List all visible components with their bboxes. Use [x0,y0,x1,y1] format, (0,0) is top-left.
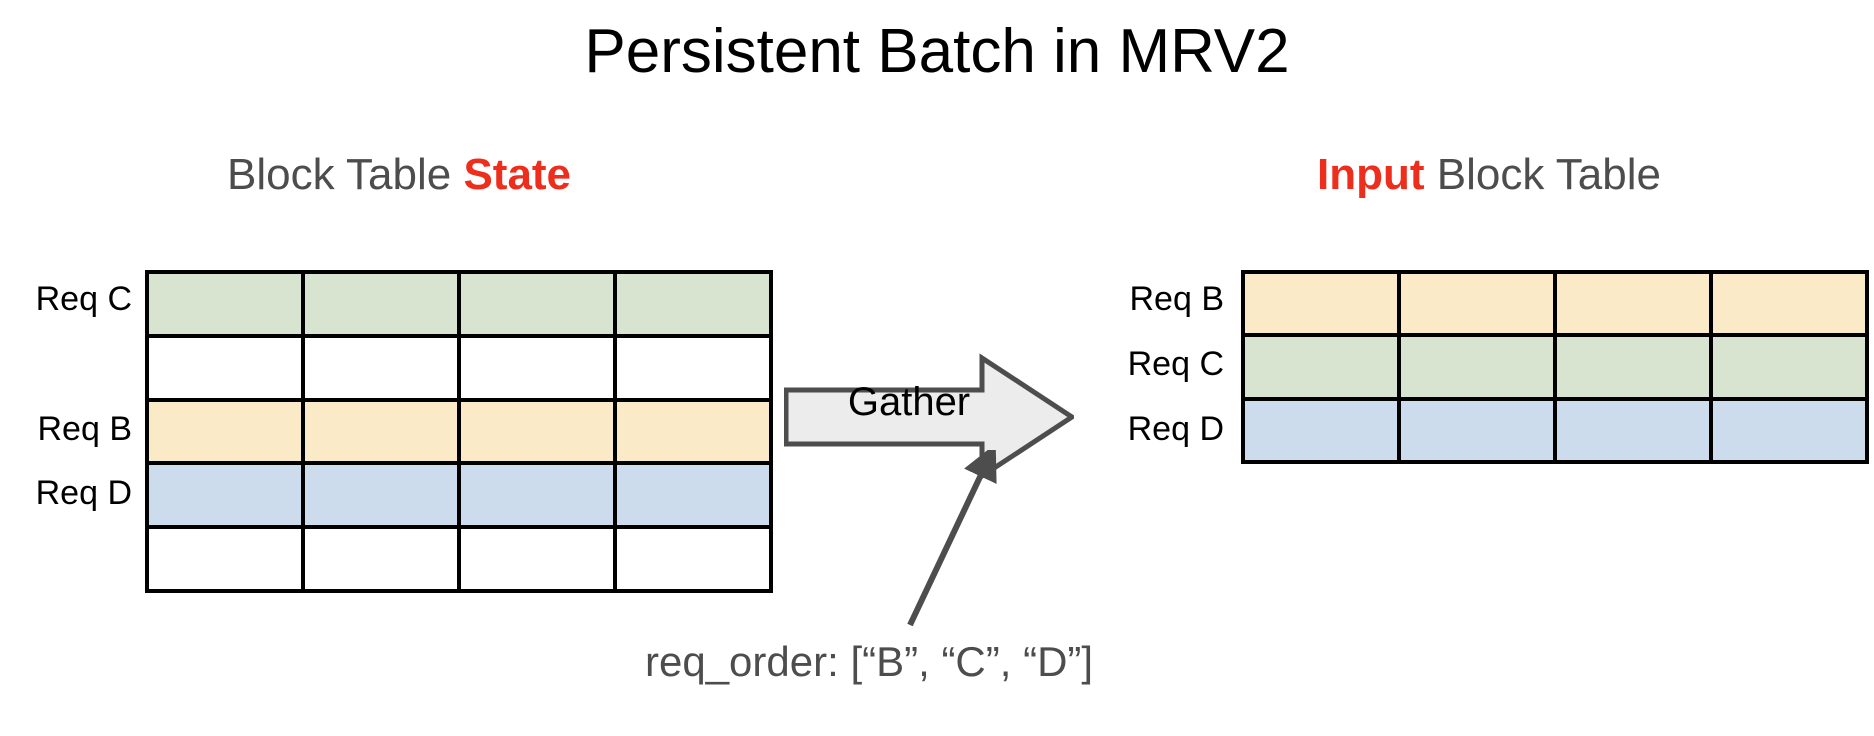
heading-right-suffix: Block Table [1424,150,1661,199]
block-table-state-cell-r1-c0 [149,337,301,398]
block-table-state-cell-r1-c1 [305,337,457,398]
input-block-table-cell-r0-c1 [1401,274,1553,334]
block-table-state-cell-r0-c1 [305,274,457,334]
block-table-state-cell-r0-c3 [617,274,769,334]
block-table-state-grid [145,270,773,593]
input-block-table-cell-r2-c0 [1245,400,1397,460]
input-block-table-cell-r2-c1 [1401,400,1553,460]
block-table-state-cell-r4-c0 [149,529,301,589]
input-block-table-cell-r2-c2 [1557,400,1709,460]
input-block-table-cell-r1-c0 [1245,337,1397,397]
block-table-state-cell-r2-c3 [617,401,769,462]
block-table-state-cell-r3-c2 [461,465,613,526]
heading-left-prefix: Block Table [227,150,464,199]
block-table-state-cell-r1-c3 [617,337,769,398]
heading-right-accent: Input [1317,150,1425,199]
gather-arrow-icon [784,353,1074,481]
block-table-state-cell-r4-c3 [617,529,769,589]
block-table-state-heading: Block Table State [227,150,571,200]
block-table-state-cell-r2-c2 [461,401,613,462]
input-block-table-grid [1241,270,1869,464]
page-title: Persistent Batch in MRV2 [584,17,1290,86]
heading-left-accent: State [463,150,572,199]
block-table-state-cell-r3-c3 [617,465,769,526]
row-label-right-req-c: Req C [1127,344,1224,383]
row-label-left-req-c: Req C [35,280,132,319]
row-label-right-req-b: Req B [1129,280,1225,319]
input-block-table-heading: Input Block Table [1317,150,1661,200]
block-table-state-cell-r4-c2 [461,529,613,589]
input-block-table-cell-r1-c3 [1713,337,1865,397]
block-table-state-cell-r0-c0 [149,274,301,334]
req-order-pointer-arrow-icon [907,450,997,627]
block-table-state-cell-r3-c0 [149,465,301,526]
input-block-table-cell-r0-c2 [1557,274,1709,334]
block-table-state-cell-r1-c2 [461,337,613,398]
input-block-table-cell-r1-c2 [1557,337,1709,397]
block-table-state-cell-r0-c2 [461,274,613,334]
block-table-state-cell-r2-c1 [305,401,457,462]
row-label-right-req-d: Req D [1127,409,1224,448]
input-block-table-cell-r0-c0 [1245,274,1397,334]
block-table-state-cell-r4-c1 [305,529,457,589]
row-label-left-req-d: Req D [35,474,132,513]
input-block-table-cell-r2-c3 [1713,400,1865,460]
block-table-state-cell-r3-c1 [305,465,457,526]
input-block-table-cell-r1-c1 [1401,337,1553,397]
input-block-table-cell-r0-c3 [1713,274,1865,334]
row-label-left-req-b: Req B [37,409,133,448]
req-order-caption: req_order: [“B”, “C”, “D”] [645,638,1094,685]
block-table-state-cell-r2-c0 [149,401,301,462]
